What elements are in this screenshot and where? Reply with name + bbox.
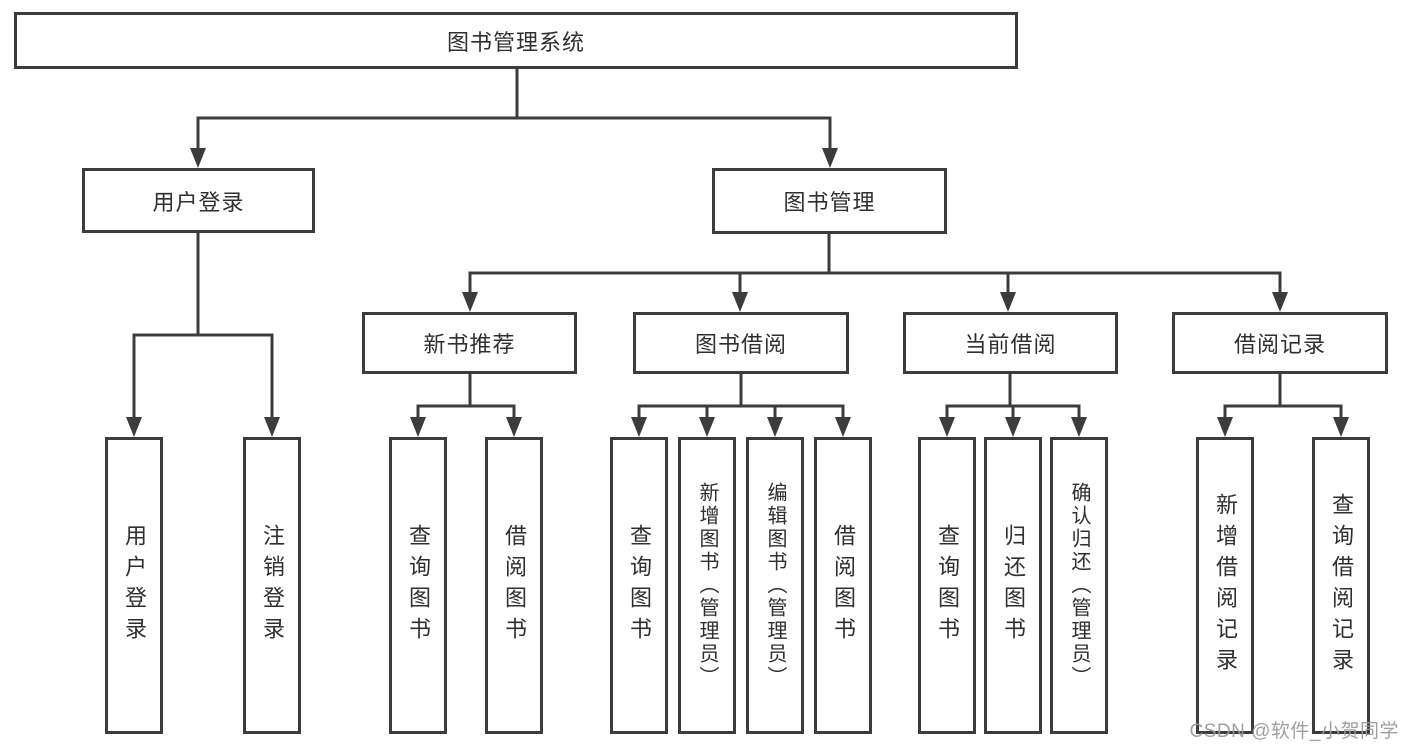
node-book-borrow: 图书借阅 — [633, 312, 849, 374]
leaf-borrow-book-1: 借阅图书 — [485, 437, 543, 734]
leaf-logout: 注销登录 — [243, 437, 301, 734]
leaf-confirm-return-admin-label: 确认归还（管理员） — [1068, 482, 1090, 689]
node-book-management-label: 图书管理 — [783, 190, 876, 215]
leaf-user-login-label: 用户登录 — [122, 523, 147, 648]
node-new-book-recommend-label: 新书推荐 — [423, 332, 516, 357]
leaf-borrow-book-1-label: 借阅图书 — [502, 523, 527, 648]
node-current-borrow: 当前借阅 — [903, 312, 1118, 374]
leaf-add-book-admin-label: 新增图书（管理员） — [696, 482, 718, 689]
arrowhead — [1333, 417, 1349, 437]
leaf-query-book-3: 查询图书 — [918, 437, 976, 734]
node-borrow-record-label: 借阅记录 — [1233, 332, 1326, 357]
leaf-add-book-admin: 新增图书（管理员） — [678, 437, 736, 734]
arrowhead — [767, 417, 783, 437]
leaf-add-borrow-record-label: 新增借阅记录 — [1213, 492, 1238, 679]
node-borrow-record: 借阅记录 — [1172, 312, 1388, 374]
arrowhead — [126, 417, 142, 437]
connector-line — [132, 233, 274, 419]
leaf-query-borrow-record-label: 查询借阅记录 — [1329, 492, 1354, 679]
connector-line — [416, 374, 516, 419]
leaf-query-book-1: 查询图书 — [389, 437, 447, 734]
node-root: 图书管理系统 — [14, 12, 1018, 69]
connector-line — [945, 374, 1081, 419]
arrowhead — [732, 292, 748, 312]
leaf-query-book-1-label: 查询图书 — [406, 523, 431, 648]
leaf-return-book-label: 归还图书 — [1001, 523, 1026, 648]
connector-line — [468, 234, 1282, 294]
node-book-management: 图书管理 — [712, 168, 947, 234]
csdn-watermark: CSDN @软件_小贺同学 — [1189, 721, 1399, 742]
leaf-borrow-book-2-label: 借阅图书 — [831, 523, 856, 648]
arrowhead — [1272, 292, 1288, 312]
arrowhead — [190, 148, 206, 168]
leaf-query-book-2: 查询图书 — [610, 437, 668, 734]
leaf-borrow-book-2: 借阅图书 — [814, 437, 872, 734]
leaf-confirm-return-admin: 确认归还（管理员） — [1050, 437, 1108, 734]
leaf-edit-book-admin-label: 编辑图书（管理员） — [764, 482, 786, 689]
arrowhead — [1071, 417, 1087, 437]
leaf-query-book-3-label: 查询图书 — [935, 523, 960, 648]
arrowhead — [939, 417, 955, 437]
node-book-borrow-label: 图书借阅 — [694, 332, 787, 357]
leaf-edit-book-admin: 编辑图书（管理员） — [746, 437, 804, 734]
arrowhead — [410, 417, 426, 437]
leaf-query-book-2-label: 查询图书 — [627, 523, 652, 648]
leaf-user-login: 用户登录 — [105, 437, 163, 734]
arrowhead — [1005, 417, 1021, 437]
arrowhead — [822, 148, 838, 168]
node-root-label: 图书管理系统 — [446, 29, 585, 55]
node-new-book-recommend: 新书推荐 — [362, 312, 577, 374]
arrowhead — [835, 417, 851, 437]
connector-line — [196, 69, 832, 150]
node-user-login-label: 用户登录 — [152, 189, 245, 215]
arrowhead — [1217, 417, 1233, 437]
leaf-query-borrow-record: 查询借阅记录 — [1312, 437, 1370, 734]
leaf-logout-label: 注销登录 — [260, 523, 285, 648]
leaf-add-borrow-record: 新增借阅记录 — [1196, 437, 1254, 734]
node-current-borrow-label: 当前借阅 — [964, 332, 1057, 357]
arrowhead — [264, 417, 280, 437]
arrowhead — [631, 417, 647, 437]
leaf-return-book: 归还图书 — [984, 437, 1042, 734]
connector-line — [1223, 374, 1343, 419]
arrowhead — [1000, 292, 1016, 312]
arrowhead — [462, 292, 478, 312]
connector-line — [637, 374, 845, 419]
node-user-login: 用户登录 — [82, 168, 315, 233]
arrowhead — [699, 417, 715, 437]
arrowhead — [506, 417, 522, 437]
